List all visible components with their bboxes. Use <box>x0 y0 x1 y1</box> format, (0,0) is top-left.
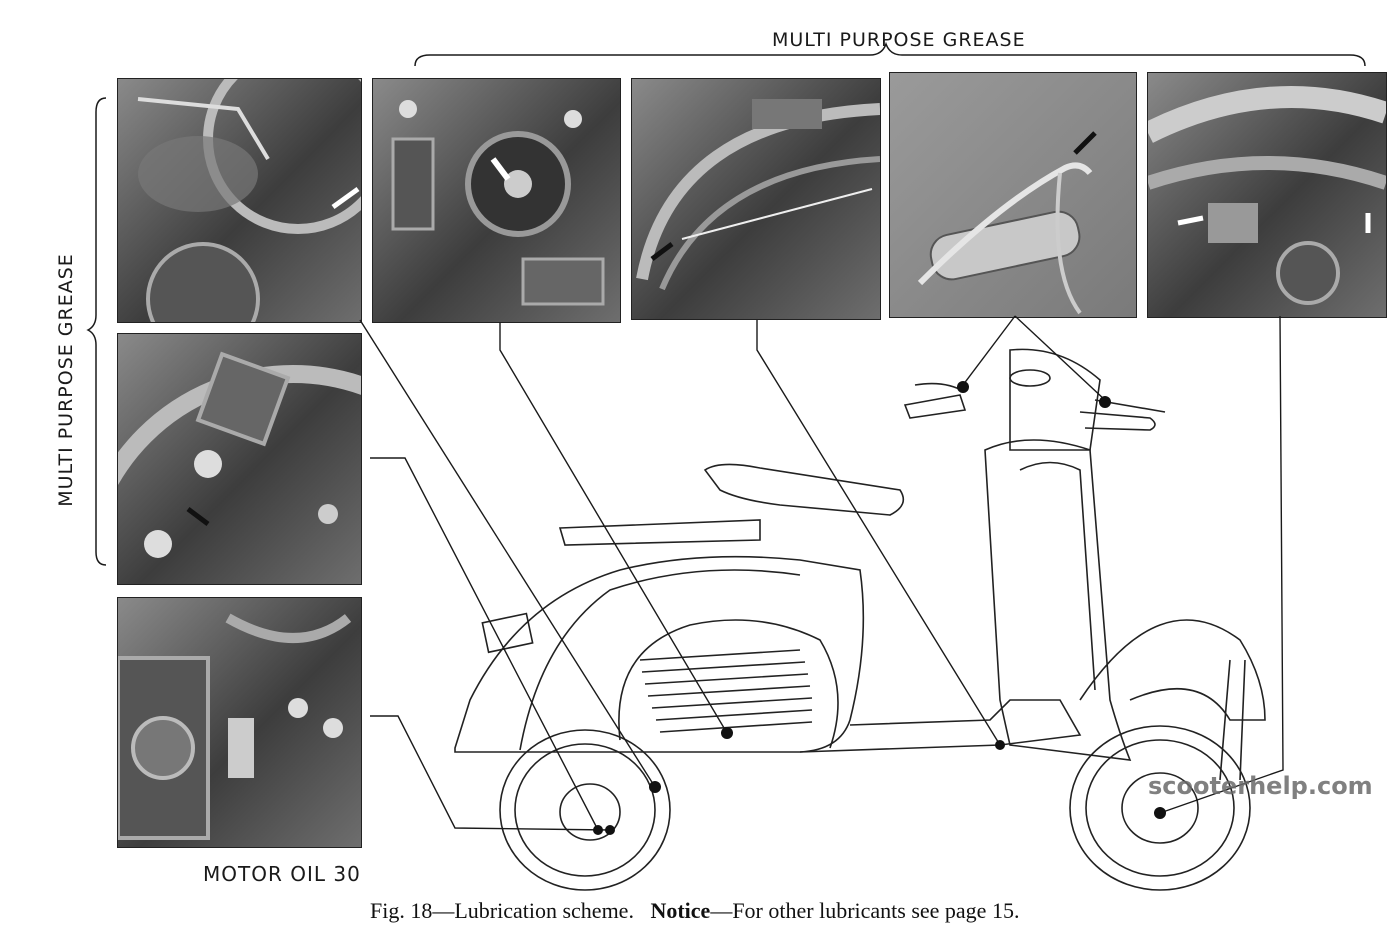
photo-oil-filler-plug <box>117 597 362 848</box>
headset <box>1009 348 1101 451</box>
lube-points <box>593 381 1166 835</box>
photo-rear-brake-cam <box>117 78 362 323</box>
lube-point-handlebar-right <box>1099 396 1111 408</box>
seat <box>703 463 905 516</box>
lube-point-front-suspension <box>1154 807 1166 819</box>
lube-point-flywheel <box>721 727 733 739</box>
lube-point-handlebar-left <box>957 381 969 393</box>
photo-front-suspension <box>1147 72 1387 318</box>
photo-handlebar-levers <box>889 72 1137 318</box>
leader-handlebar-right <box>1014 315 1106 401</box>
lube-point-oil <box>605 825 615 835</box>
luggage-rack <box>558 519 761 546</box>
leader-oil <box>370 715 611 831</box>
caption-notice-rest: —For other lubricants see page 15. <box>710 898 1020 923</box>
oil-label: MOTOR OIL 30 <box>203 862 361 886</box>
leader-clutch <box>370 457 599 831</box>
left-brace <box>86 97 107 566</box>
front-wheel <box>1069 725 1251 891</box>
rear-wheel <box>499 729 671 891</box>
photo-flywheel-contact <box>372 78 621 323</box>
scooter-drawing <box>454 348 1266 891</box>
leader-front-suspension <box>1159 315 1284 814</box>
handlebar-left <box>903 394 967 419</box>
lube-point-rear-brake <box>649 781 661 793</box>
photo-clutch-lever <box>117 333 362 585</box>
front-mudguard <box>1079 619 1266 721</box>
watermark: scooterhelp.com <box>1148 772 1373 800</box>
lube-point-fan-cover <box>995 740 1005 750</box>
floorboard <box>799 699 1082 753</box>
rear-light <box>481 612 534 654</box>
top-group-label: MULTI PURPOSE GREASE <box>772 29 1026 51</box>
top-brace <box>414 41 1366 67</box>
caption-prefix: Fig. 18—Lubrication scheme. <box>370 898 634 923</box>
leader-lines <box>359 315 1284 831</box>
leader-flywheel <box>499 322 728 734</box>
figure-caption: Fig. 18—Lubrication scheme. Notice—For o… <box>370 898 1019 924</box>
lube-point-clutch <box>593 825 603 835</box>
leg-shield <box>984 439 1132 761</box>
leader-rear-brake <box>359 319 656 788</box>
leader-handlebar-left <box>962 315 1016 386</box>
caption-notice: Notice <box>650 898 711 923</box>
leader-fan-cover <box>756 320 1001 746</box>
photo-fan-cover-cable <box>631 78 881 320</box>
handlebar-right <box>1079 411 1156 431</box>
